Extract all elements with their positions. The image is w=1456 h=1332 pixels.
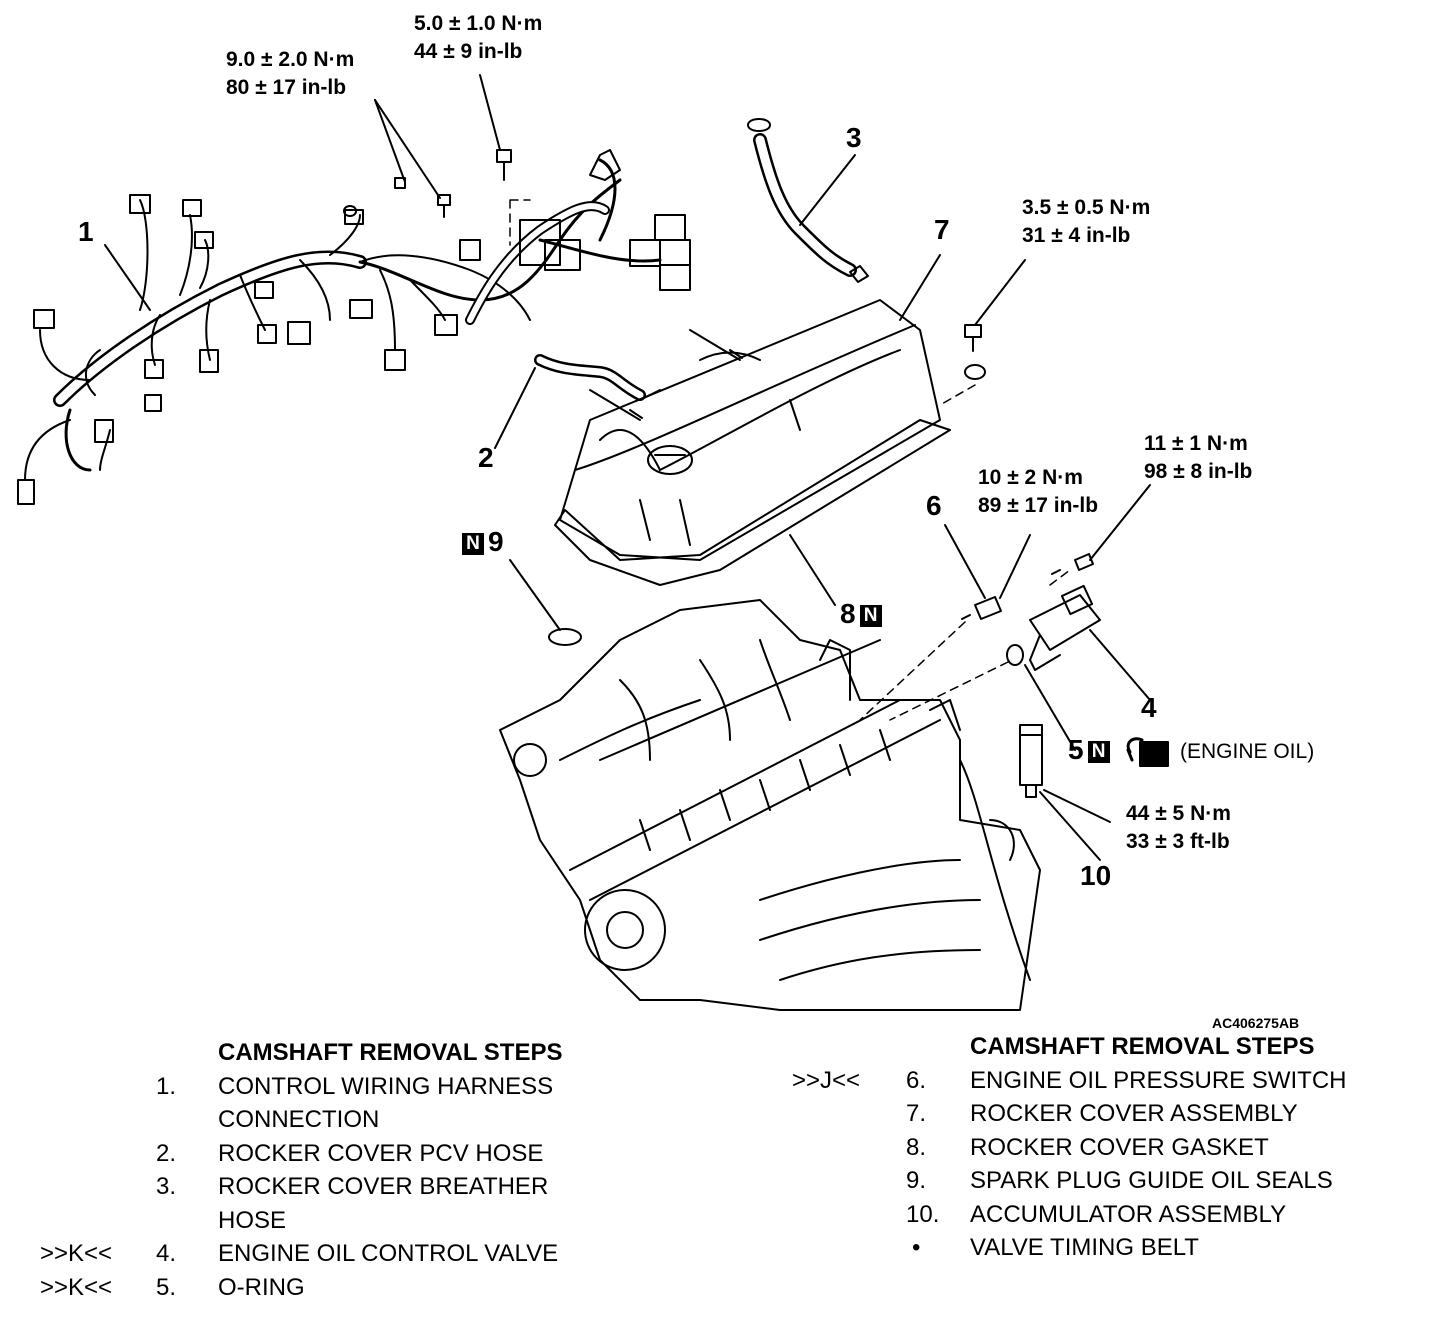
- part-label-10: 10: [1080, 860, 1112, 891]
- list-item: 10. ACCUMULATOR ASSEMBLY: [906, 1200, 1287, 1228]
- oil-can-icon: [1126, 737, 1169, 767]
- new-part-badge: N: [462, 532, 484, 555]
- part-label-3: 3: [846, 122, 862, 153]
- part-label-6: 6: [926, 490, 942, 521]
- oil-control-valve: [1029, 553, 1101, 671]
- leader-lines: [104, 74, 1151, 861]
- rocker-cover-gasket: [554, 419, 951, 586]
- steps-title-left: CAMSHAFT REMOVAL STEPS: [218, 1039, 563, 1066]
- torque-spec-accumulator: 44 ± 5 N·m 33 ± 3 ft-lb: [1126, 802, 1231, 853]
- part-label-9: 9: [488, 526, 504, 557]
- list-item: • VALVE TIMING BELT: [912, 1234, 1199, 1261]
- new-part-badge: N: [1087, 740, 1110, 763]
- part-label-5: 5: [1068, 734, 1084, 765]
- steps-list-right: CAMSHAFT REMOVAL STEPS >>J<< 6. ENGINE O…: [792, 1030, 1432, 1265]
- part-label-8: 8: [840, 598, 856, 629]
- part-label-2: 2: [478, 442, 494, 473]
- breather-hose: [753, 133, 857, 277]
- steps-list-left: CAMSHAFT REMOVAL STEPS 1. CONTROL WIRING…: [40, 1036, 680, 1304]
- list-item: >>K<< 5. O-RING: [40, 1273, 305, 1301]
- list-item: 7. ROCKER COVER ASSEMBLY: [906, 1100, 1298, 1127]
- figure-id: AC406275AB: [1212, 1015, 1300, 1031]
- spark-plug-seal: [548, 628, 582, 646]
- new-part-badge: N: [859, 604, 882, 627]
- list-item: 8. ROCKER COVER GASKET: [906, 1133, 1269, 1161]
- list-item: HOSE: [218, 1206, 287, 1234]
- list-item: >>K<< 4. ENGINE OIL CONTROL VALVE: [40, 1240, 559, 1267]
- o-ring: [1006, 644, 1024, 666]
- rocker-cover: [559, 299, 941, 561]
- torque-spec-harness-bolts: 9.0 ± 2.0 N·m 80 ± 17 in-lb: [226, 48, 355, 99]
- torque-spec-harness-bracket: 5.0 ± 1.0 N·m 44 ± 9 in-lb: [414, 12, 543, 63]
- torque-spec-oil-pressure-switch: 10 ± 2 N·m 89 ± 17 in-lb: [978, 466, 1099, 517]
- engine-oil-note: (ENGINE OIL): [1180, 740, 1315, 763]
- part-label-4: 4: [1141, 692, 1157, 723]
- list-item: 9. SPARK PLUG GUIDE OIL SEALS: [906, 1167, 1333, 1194]
- list-item: 1. CONTROL WIRING HARNESS: [156, 1072, 554, 1100]
- oil-pressure-switch: [961, 596, 1002, 620]
- torque-spec-rocker-cover-bolt: 3.5 ± 0.5 N·m 31 ± 4 in-lb: [1022, 196, 1151, 247]
- list-item: >>J<< 6. ENGINE OIL PRESSURE SWITCH: [792, 1066, 1347, 1094]
- wiring-harness: [17, 149, 691, 505]
- list-item: 3. ROCKER COVER BREATHER: [156, 1173, 549, 1200]
- part-label-1: 1: [78, 216, 94, 247]
- part-label-7: 7: [934, 214, 950, 245]
- list-item: CONNECTION: [218, 1106, 380, 1133]
- steps-title-right: CAMSHAFT REMOVAL STEPS: [970, 1033, 1315, 1060]
- dashed-guides: [509, 199, 1071, 721]
- engine-block: [499, 599, 1041, 1011]
- accumulator: [1019, 724, 1043, 798]
- list-item: 2. ROCKER COVER PCV HOSE: [156, 1139, 544, 1167]
- torque-spec-oil-control-valve: 11 ± 1 N·m 98 ± 8 in-lb: [1144, 432, 1253, 483]
